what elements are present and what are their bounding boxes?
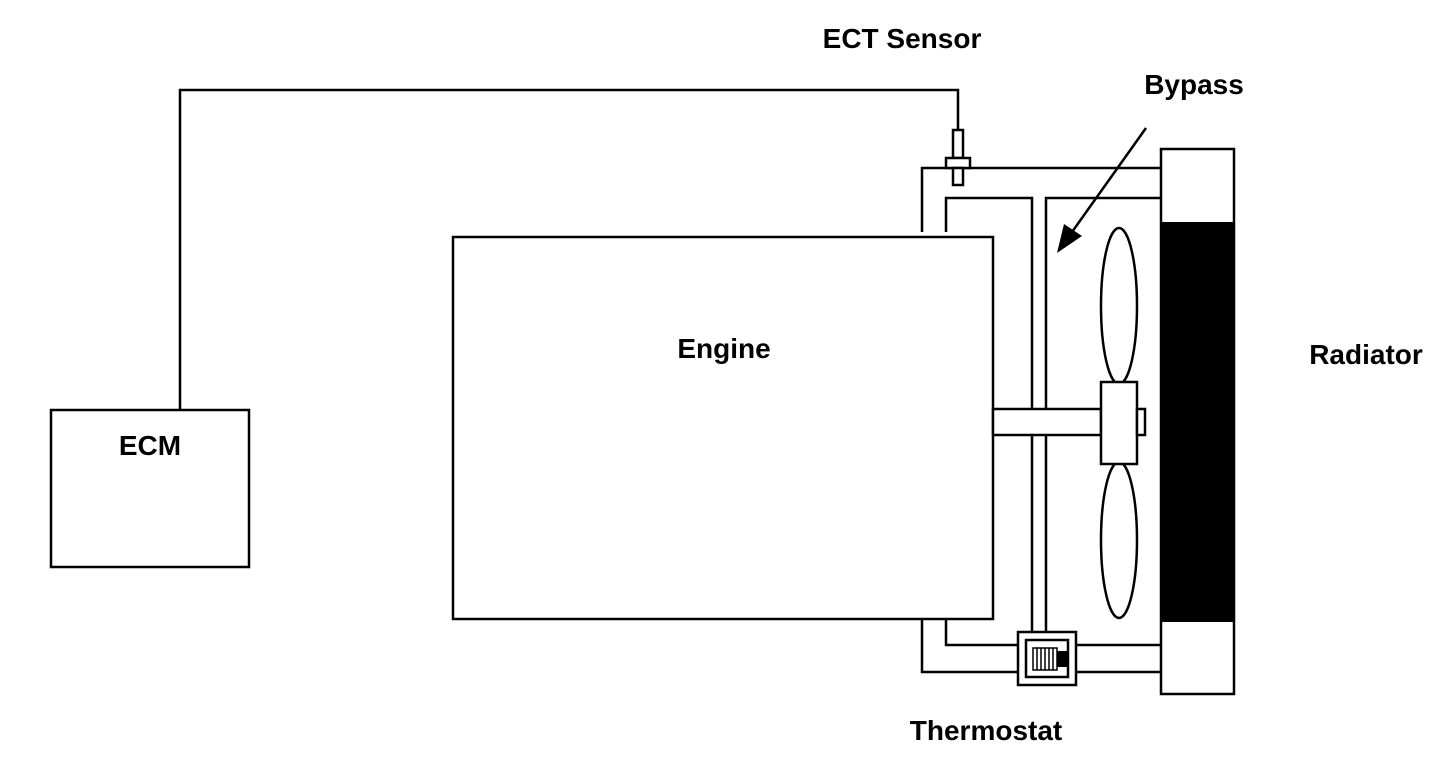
engine-label: Engine [677, 333, 770, 364]
ect-sensor-flange [944, 156, 972, 170]
ect-sensor-probe [951, 166, 965, 187]
fan-hub [1099, 380, 1139, 466]
bypass-arrow-shaft [1070, 127, 1148, 233]
ecm-sensor-wire [178, 88, 960, 410]
radiator-core [1161, 222, 1234, 622]
thermostat [1016, 630, 1078, 687]
ecm-label: ECM [119, 430, 181, 461]
radiator-label: Radiator [1309, 339, 1423, 370]
bypass-pipe-wall [1044, 196, 1162, 638]
fan-shaft [991, 407, 1103, 437]
radiator [1159, 147, 1236, 696]
ecm-box [49, 408, 251, 569]
fan-blade-lower [1099, 460, 1139, 620]
ect-sensor-body [951, 128, 965, 160]
bypass-arrow-head [1057, 224, 1082, 253]
thermostat-label: Thermostat [910, 715, 1062, 746]
bypass-label: Bypass [1144, 69, 1244, 100]
ect-sensor [944, 128, 972, 187]
fan-hub-nose [1135, 407, 1147, 437]
upper-hose-outer-wall [920, 166, 1162, 232]
thermostat-valve [1057, 651, 1069, 667]
lower-hose-outer-wall [920, 619, 1020, 674]
ect-sensor-label: ECT Sensor [823, 23, 982, 54]
fan-blade-upper [1099, 226, 1139, 386]
engine-block [451, 235, 995, 621]
lower-hose-inner-wall [944, 619, 1018, 647]
